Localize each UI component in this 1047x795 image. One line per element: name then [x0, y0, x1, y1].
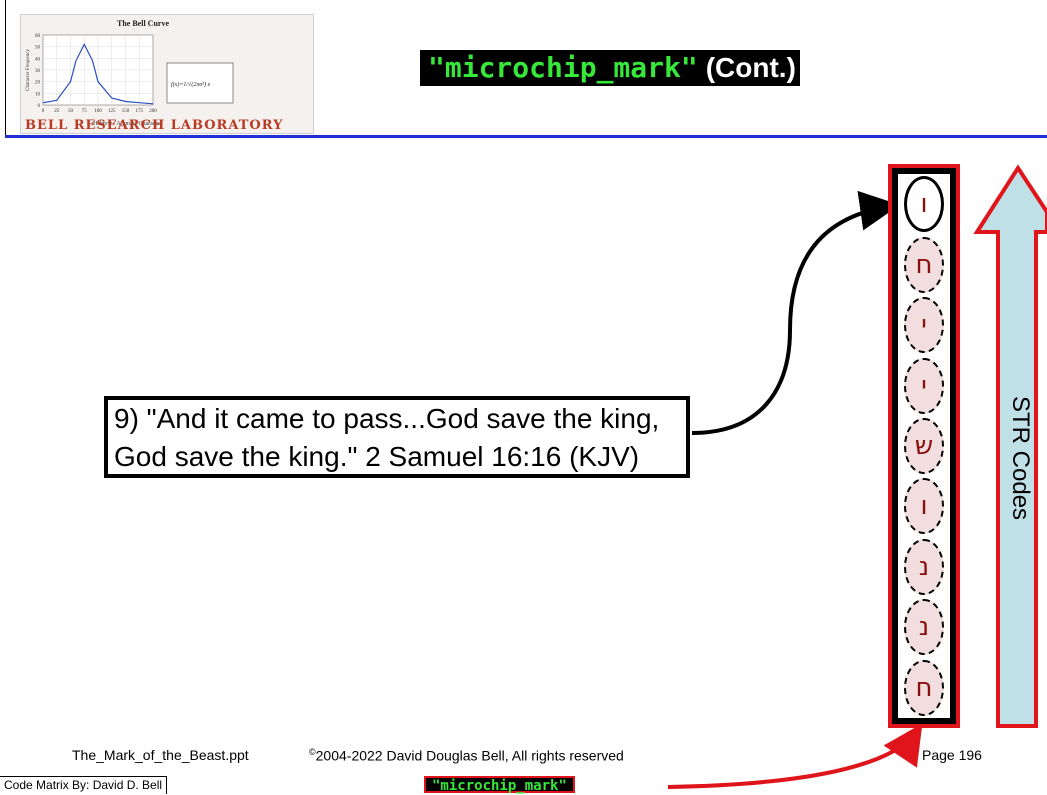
- matrix-letter: נ: [904, 538, 944, 595]
- scripture-callout: 9) "And it came to pass...God save the k…: [104, 396, 690, 478]
- footer-page-number: Page 196: [922, 747, 982, 763]
- frame-left-rule: [5, 0, 6, 137]
- mini-x-tick: 200: [149, 109, 157, 114]
- matrix-letter-cell: ו: [902, 175, 946, 233]
- callout-line-1: 9) "And it came to pass...God save the k…: [114, 403, 660, 434]
- bottom-code-word: "microchip_mark": [424, 776, 575, 794]
- matrix-letter: ח: [904, 236, 944, 293]
- matrix-letter: י: [904, 357, 944, 414]
- matrix-letter-cell: ח: [902, 236, 946, 294]
- logo-chart-title: The Bell Curve: [117, 19, 169, 28]
- title-code-word: "microchip_mark": [420, 50, 706, 86]
- matrix-letter: ו: [904, 478, 944, 535]
- mini-x-tick: 25: [54, 109, 60, 114]
- mini-x-tick: 75: [82, 109, 88, 114]
- up-arrow-icon: [973, 164, 1047, 728]
- matrix-letter-cell: ש: [902, 417, 946, 475]
- mini-formula: f(x)=1/√(2πσ²) e: [171, 81, 211, 88]
- matrix-letter-cell: נ: [902, 538, 946, 596]
- mini-x-tick: 125: [108, 109, 116, 114]
- matrix-letter-cell: ו: [902, 477, 946, 535]
- matrix-letter-cell: נ: [902, 598, 946, 656]
- bottom-code-arrow: [667, 723, 923, 789]
- str-codes-label: STR Codes: [1007, 395, 1034, 521]
- mini-y-label: Character Frequency: [26, 49, 31, 91]
- callout-line-2: God save the king." 2 Samuel 16:16 (KJV): [114, 441, 640, 472]
- mini-x-tick: 150: [122, 109, 130, 114]
- logo-chart-xlabel: Hebrew / Aramaic Character: [93, 121, 162, 127]
- code-matrix-credit: Code Matrix By: David D. Bell: [0, 776, 168, 794]
- mini-y-tick: 20: [35, 81, 41, 86]
- mini-y-tick: 10: [35, 92, 41, 97]
- title-suffix: (Cont.): [705, 50, 800, 86]
- matrix-letter-cell: י: [902, 357, 946, 415]
- matrix-letter-cell: ח: [902, 659, 946, 717]
- copyright-text: 2004-2022 David Douglas Bell, All rights…: [315, 747, 624, 764]
- mini-formula-box: [166, 62, 234, 104]
- mini-x-tick: 175: [136, 109, 144, 114]
- copyright-symbol: ©: [309, 747, 316, 757]
- matrix-letter: נ: [904, 599, 944, 656]
- callout-arrow: [691, 190, 900, 435]
- mini-y-tick: 60: [35, 34, 41, 39]
- matrix-letter: ש: [904, 418, 944, 474]
- mini-y-tick: 50: [35, 46, 41, 51]
- mini-x-tick: 100: [94, 109, 102, 114]
- mini-x-tick: 0: [42, 109, 45, 114]
- footer-copyright: ©2004-2022 David Douglas Bell, All right…: [309, 747, 624, 764]
- footer-filename: The_Mark_of_the_Beast.ppt: [72, 747, 249, 763]
- slide-title: "microchip_mark" (Cont.): [420, 50, 800, 86]
- matrix-letter: י: [904, 297, 944, 354]
- logo-banner: BELL RESEARCH LABORATORY: [25, 118, 284, 133]
- matrix-letter: ח: [904, 659, 944, 716]
- mini-y-tick: 0: [38, 104, 41, 109]
- mini-bell-line: [42, 43, 154, 105]
- mini-y-tick: 30: [35, 69, 41, 74]
- matrix-letter-cell: י: [902, 296, 946, 354]
- mini-x-tick: 50: [68, 109, 74, 114]
- matrix-letter: ו: [904, 176, 944, 233]
- mini-y-tick: 40: [35, 57, 41, 62]
- header-divider: [5, 135, 1047, 138]
